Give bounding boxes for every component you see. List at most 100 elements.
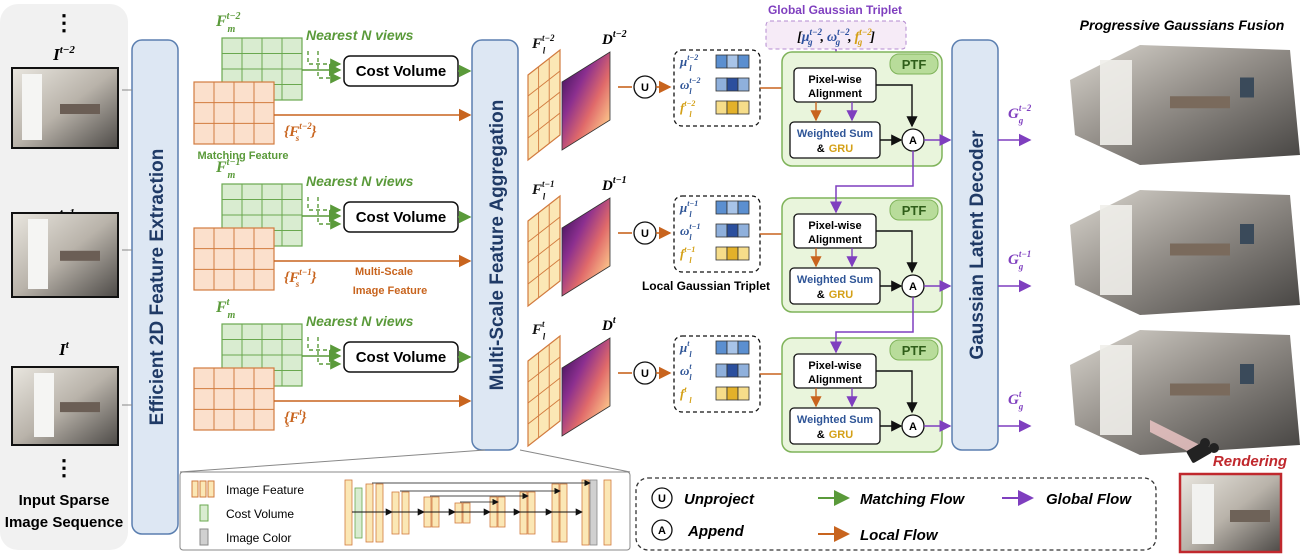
gaussian-output-0: Gt−2: [1008, 103, 1032, 122]
ptf-badge-2: PTF: [902, 343, 927, 358]
local-mu-1-sub: l: [689, 210, 692, 219]
fs-base-0: {F: [284, 124, 299, 140]
wsum-label-0: Weighted Sum: [797, 128, 873, 140]
legend-image-color: Image Color: [226, 531, 291, 545]
local-mu-2-sub: l: [689, 350, 692, 359]
gt-ff-sub: g: [857, 37, 863, 47]
gru-line-2: &GRU: [817, 429, 853, 441]
local-ff-1-sub: l: [689, 256, 692, 265]
align-to-append-1: [876, 230, 918, 274]
gt-sep2: ,: [847, 30, 852, 45]
unet-layer-18: [603, 479, 612, 546]
legend-append: Append: [687, 523, 745, 540]
input-caption-line2: Image Sequence: [5, 514, 123, 531]
legend-unproject-symbol: U: [658, 493, 666, 505]
legend-append-symbol: A: [658, 525, 666, 537]
local-feature-2-sub: l: [543, 332, 546, 342]
input-image-desk-0: [60, 104, 100, 114]
input-image-desk-1: [60, 250, 100, 261]
gt-om: ω: [827, 30, 837, 45]
global-triplet-box: [765, 20, 907, 50]
fs-sup-2: t: [299, 407, 302, 417]
unet-layer-9: [462, 502, 471, 524]
matching-feature-0-sub: m: [228, 24, 236, 35]
local-ff-2: ft: [680, 385, 687, 401]
fs-close-1: }: [310, 270, 317, 286]
input-frame-label-0: It−2: [52, 44, 75, 64]
ptf-badge-bg-2: [889, 339, 939, 361]
ptf-badge-0: PTF: [902, 57, 927, 72]
legend-unproject: Unproject: [684, 491, 755, 508]
matching-feature-2: Ft: [215, 297, 231, 316]
unproject-1-symbol: U: [641, 228, 649, 240]
local-feature-2-base: F: [531, 322, 542, 338]
ptf-badge-1: PTF: [902, 203, 927, 218]
local-feature-0-base: F: [531, 36, 542, 52]
legend-cost-volume: Cost Volume: [226, 507, 294, 521]
local-mu-2-base: μ: [679, 340, 687, 355]
gaussian-output-2: Gt: [1008, 389, 1022, 408]
append-0-symbol: A: [909, 135, 917, 147]
local-om-cells-2: [715, 363, 750, 378]
decoder-label: Gaussian Latent Decoder: [967, 130, 988, 360]
multiscale-label-2: Image Feature: [353, 285, 428, 297]
alignment-line2-2: Alignment: [808, 374, 862, 386]
fs-base-2: {F: [284, 410, 299, 426]
local-feature-1: Ft−1: [531, 179, 554, 198]
camera-icon: [1186, 438, 1219, 463]
local-ff-2-base: f: [680, 386, 686, 401]
gt-mu-sup: t−2: [810, 27, 823, 37]
local-om-0-sub: l: [689, 87, 692, 96]
gt-om-sub: g: [835, 37, 841, 47]
unet-layer-3: [375, 483, 384, 543]
nearest-arrow-b-0: [317, 51, 342, 84]
gaussian-output-2-sub: g: [1018, 402, 1024, 412]
aggregation-label: Multi-Scale Feature Aggregation: [487, 100, 508, 391]
matching-feature-0: Ft−2: [215, 11, 241, 30]
fs-sup-1: t−1: [299, 267, 311, 277]
gt-mu-sub: g: [807, 37, 813, 47]
fs-close-0: }: [310, 124, 317, 140]
alignment-line1-0: Pixel-wise: [808, 74, 861, 86]
decoder-panel: [951, 39, 999, 451]
fs-close-2: }: [300, 410, 307, 426]
depth-map-1: [561, 197, 611, 297]
image-grid-0: [193, 81, 275, 145]
legend-matching: Matching Flow: [860, 491, 965, 508]
local-ff-0: ft−2: [680, 99, 695, 115]
input-caption-line1: Input Sparse: [19, 492, 110, 509]
local-ff-cells-2: [715, 386, 750, 401]
fs-sup-0: t−2: [299, 121, 312, 131]
cost-volume-label-0: Cost Volume: [356, 63, 447, 80]
fs-sub-1: s: [295, 279, 300, 289]
dots-bottom: ⋮: [53, 455, 75, 480]
image-grid-2: [193, 367, 275, 431]
legend-global: Global Flow: [1046, 491, 1132, 508]
local-om-cells-1: [715, 223, 750, 238]
nearest-views-2: Nearest N views: [306, 313, 414, 329]
fusion-title: Progressive Gaussians Fusion: [1080, 17, 1285, 33]
depth-label-1: Dt−1: [601, 175, 627, 194]
input-image-pillar-2: [34, 373, 54, 437]
matching-feature-0-base: F: [215, 13, 227, 30]
image-grid-1: [193, 227, 275, 291]
gt-ff-sup: t−2: [859, 27, 872, 37]
multiscale-label-1: Multi-Scale: [355, 266, 413, 278]
align-to-append-0: [876, 84, 918, 128]
unet-layer-13: [527, 491, 536, 535]
local-ff-1-sup: t−1: [684, 245, 695, 254]
legend-cost-volume-swatch: [199, 504, 209, 522]
input-frame-sup-0: t−2: [60, 44, 76, 56]
gaussian-output-2-base: G: [1008, 392, 1019, 408]
global-triplet-title: Global Gaussian Triplet: [768, 3, 902, 17]
ptf-badge-bg-1: [889, 199, 939, 221]
unet-layer-16: [581, 479, 590, 546]
unet-layer-0: [344, 479, 353, 546]
